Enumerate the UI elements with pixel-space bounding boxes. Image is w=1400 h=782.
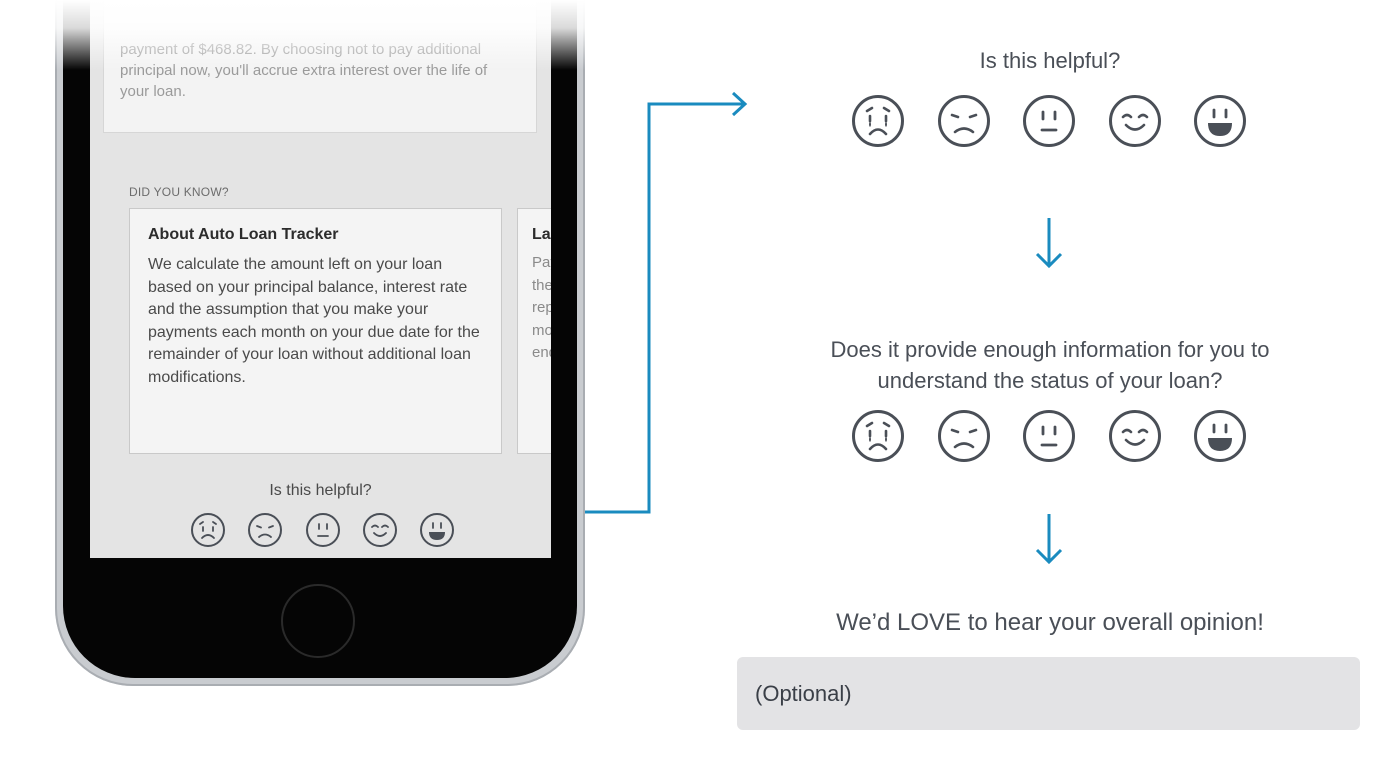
grinning-face-icon[interactable] [419,512,455,548]
neutral-face-icon[interactable] [1022,94,1076,148]
smiling-face-icon[interactable] [1108,94,1162,148]
phone-helpful-question: Is this helpful? [269,482,372,499]
info-card-next-line: Pay [532,254,551,271]
smiling-face-icon[interactable] [1108,409,1162,463]
rating-row-helpful [851,94,1247,148]
grinning-face-icon[interactable] [1193,409,1247,463]
question-helpful: Is this helpful? [979,48,1121,73]
phone-rating-row [190,512,455,548]
info-card-next-line: mo [532,321,551,339]
smiling-face-icon[interactable] [362,512,398,548]
neutral-face-icon[interactable] [305,512,341,548]
neutral-face-icon[interactable] [1022,409,1076,463]
info-card-next-line: end [532,344,551,361]
info-card-next-line: rep [532,299,551,316]
grinning-face-icon[interactable] [1193,94,1247,148]
down-arrow-icon [1035,218,1063,269]
question-line: understand the status of your loan? [877,368,1223,393]
info-card-next[interactable]: La Pay the rep mo end [517,208,551,454]
info-card-body: We calculate the amount left on your loa… [148,256,480,386]
down-arrow-icon [1035,514,1063,565]
question-overall-opinion: We’d LOVE to hear your overall opinion! [836,609,1264,636]
question-line: Does it provide enough information for y… [830,337,1270,362]
info-card-next-title: La [532,226,551,243]
home-button[interactable] [281,584,355,658]
did-you-know-label: DID YOU KNOW? [129,185,229,199]
sad-face-icon[interactable] [937,94,991,148]
crying-face-icon[interactable] [851,94,905,148]
info-card-title: About Auto Loan Tracker [148,226,339,243]
crying-face-icon[interactable] [851,409,905,463]
rating-row-information [851,409,1247,463]
info-card-auto-loan-tracker[interactable]: About Auto Loan Tracker We calculate the… [129,208,502,454]
opinion-input[interactable] [737,657,1360,730]
crying-face-icon[interactable] [190,512,226,548]
question-enough-information: Does it provide enough information for y… [740,334,1360,396]
sad-face-icon[interactable] [937,409,991,463]
sad-face-icon[interactable] [247,512,283,548]
loan-summary-line: your loan. [120,83,186,100]
info-card-next-line: the [532,276,551,294]
